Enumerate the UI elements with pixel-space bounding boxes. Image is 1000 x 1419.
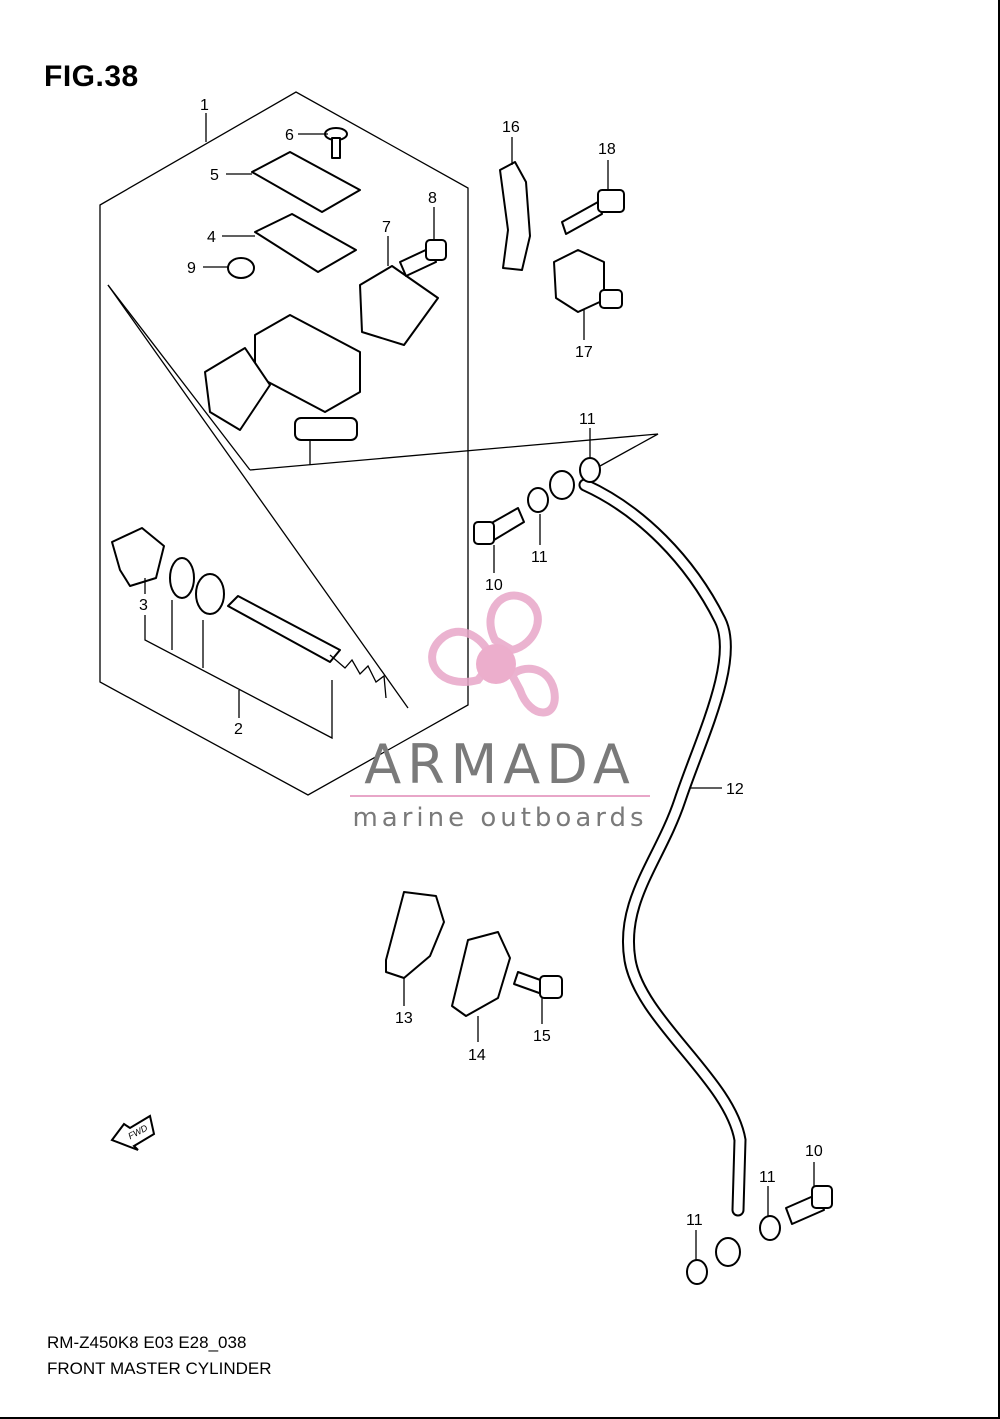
washer-part-11-c [759, 1215, 781, 1241]
washer-part-11-d [686, 1259, 708, 1285]
circlip-ring [169, 557, 195, 599]
callout-12: 12 [726, 781, 744, 798]
diaphragm-part-4 [254, 213, 357, 273]
assembly-outline [99, 91, 469, 796]
switch-part-17 [553, 249, 623, 313]
bracket-part-2 [144, 615, 333, 740]
callout-1: 1 [200, 97, 209, 114]
bolt-part-15 [513, 971, 563, 999]
banjo-bolt-part-10-upper [473, 507, 525, 545]
callout-11-top: 11 [579, 411, 596, 428]
callout-3: 3 [139, 597, 148, 614]
bolt-part-18 [561, 189, 625, 235]
hose-guide-part-13 [385, 891, 445, 979]
callout-8: 8 [428, 190, 437, 207]
forward-direction-arrow: FWD [110, 1114, 156, 1151]
washer-ring [195, 573, 225, 615]
brand-tagline: marine outboards [352, 803, 647, 833]
callout-11-lower-right: 11 [759, 1169, 776, 1186]
reservoir-cap-part-5 [251, 151, 361, 213]
figure-title: FIG.38 [44, 60, 139, 93]
hose-guide-part-14 [451, 931, 511, 1017]
bolt-part-8 [399, 239, 447, 277]
callout-11-mid: 11 [531, 549, 548, 566]
washer-part-11-a [579, 457, 601, 483]
piston-spring-part-2 [227, 595, 387, 699]
brake-hose-fill [580, 480, 745, 1215]
callout-7: 7 [382, 219, 391, 236]
callout-18: 18 [598, 141, 616, 158]
callout-13: 13 [395, 1010, 413, 1027]
callout-leaders [144, 113, 815, 1260]
clamp-part-7 [359, 265, 439, 346]
banjo-upper [549, 470, 575, 500]
callout-15: 15 [533, 1028, 551, 1045]
callout-2: 2 [234, 721, 243, 738]
callout-11-lower-left: 11 [686, 1212, 703, 1229]
callout-14: 14 [468, 1047, 486, 1064]
washer-part-11-b [527, 487, 549, 513]
callout-10-upper: 10 [485, 577, 503, 594]
banjo-lower [715, 1237, 741, 1267]
brand-name: ARMADA [364, 733, 636, 796]
guide-lines-triangle [249, 433, 659, 471]
callout-10-lower: 10 [805, 1143, 823, 1160]
callout-5: 5 [210, 167, 219, 184]
callout-9: 9 [187, 260, 196, 277]
guide-lines-upper [107, 284, 409, 709]
assembly-name: FRONT MASTER CYLINDER [47, 1359, 272, 1378]
guide-line-left [107, 284, 251, 471]
banjo-bolt-part-10-lower [785, 1185, 833, 1225]
callout-6: 6 [285, 127, 294, 144]
model-code: RM-Z450K8 E03 E28_038 [47, 1333, 247, 1352]
callout-4: 4 [207, 229, 216, 246]
lever-part-16 [499, 161, 531, 271]
callout-numbers: 1 2 3 4 5 6 7 8 9 10 10 11 11 11 11 11 1… [139, 97, 823, 1229]
armada-logo-mark [428, 591, 559, 717]
callout-17: 17 [575, 344, 593, 361]
callout-16: 16 [502, 119, 520, 136]
sight-glass-part-9 [227, 257, 255, 279]
boot-part-3 [111, 527, 165, 587]
screw-part-6 [324, 127, 348, 159]
master-cylinder-body [204, 314, 361, 465]
